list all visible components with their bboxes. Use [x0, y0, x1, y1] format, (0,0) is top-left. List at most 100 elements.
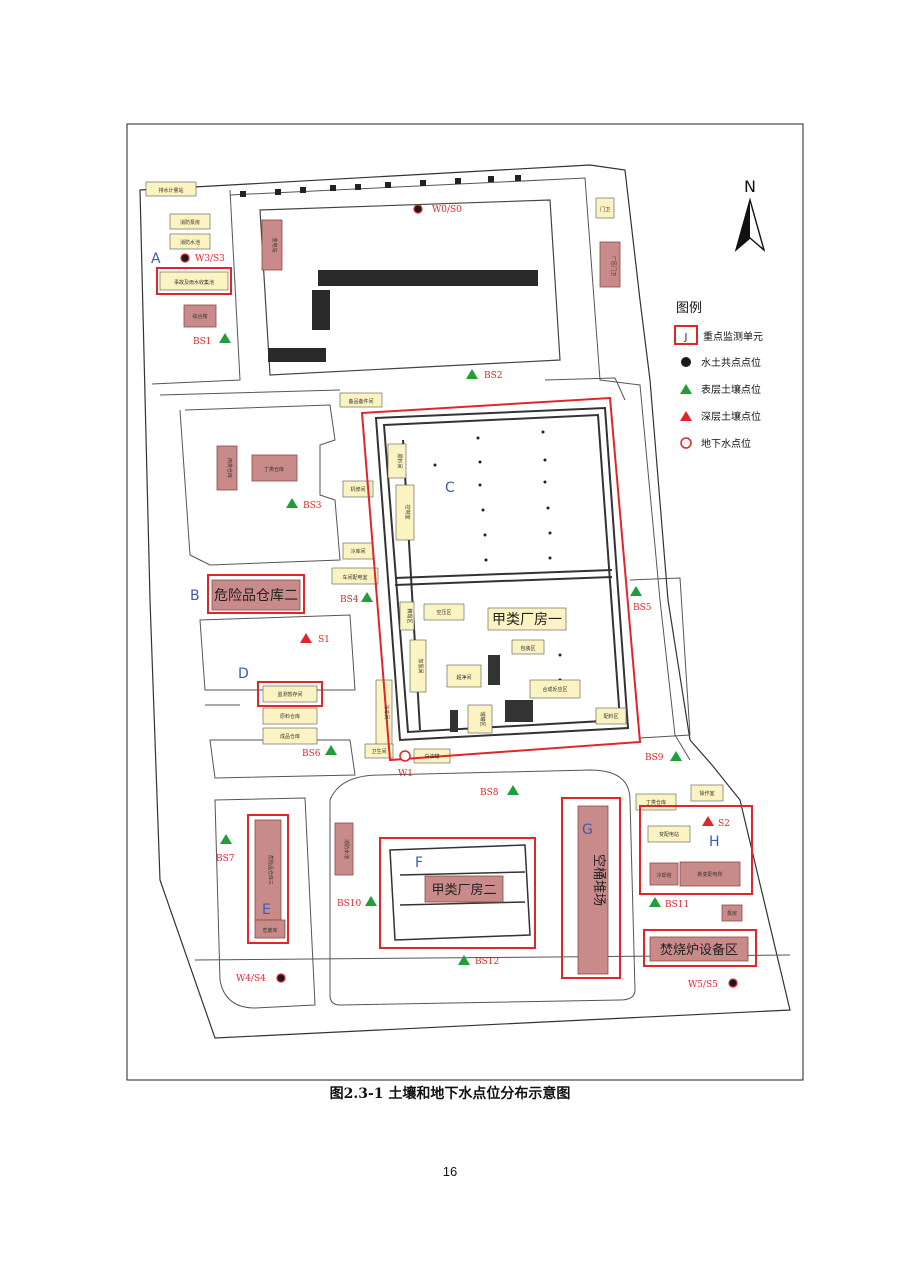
marker-bs1 [219, 333, 231, 343]
label-restroom: 卫生间 [371, 748, 386, 755]
pink-buildings [183, 219, 749, 975]
label-bs6: BS6 [302, 749, 321, 759]
legend-title: 图例 [676, 301, 702, 316]
marker-bs11 [649, 897, 661, 907]
label-bs7: BS7 [216, 854, 235, 864]
site-boundary-inner [151, 177, 691, 761]
label-hazard-warehouse-2: 危险品仓库二 [214, 588, 298, 604]
fence-posts [240, 175, 521, 197]
page-number: 16 [442, 1164, 458, 1179]
label-air-comp: 空压区 [436, 609, 451, 616]
label-tank-farm: 白油罐 [424, 753, 439, 760]
legend-unit-symbol [674, 325, 698, 345]
label-bs4: BS4 [340, 595, 359, 605]
label-control-room: 控制室 [404, 504, 411, 519]
label-bs9: BS9 [645, 753, 664, 763]
label-w3s3: W3/S3 [195, 254, 225, 264]
label-s2: S2 [718, 819, 730, 829]
label-ultra-room: 超净间 [456, 674, 471, 681]
legend: 图例 J 重点监测单元 水土共点点位 表层土壤点位 深层土壤点位 地下水点位 [674, 301, 763, 450]
label-wastewater-meter: 排水计量站 [158, 187, 183, 194]
label-bs1: BS1 [193, 337, 212, 347]
label-bs5: BS5 [633, 603, 652, 613]
label-acid-warehouse: 丙类仓库 [226, 458, 233, 478]
monitor-unit-frames [156, 267, 757, 979]
plant-f-outline [389, 844, 531, 941]
label-bs2: BS2 [484, 371, 503, 381]
marker-bs12 [458, 955, 470, 965]
label-cold-room: 冷冻间 [383, 704, 390, 719]
label-office: 综合楼 [192, 313, 207, 320]
label-bs8: BS8 [480, 788, 499, 798]
zone-f: F [415, 855, 423, 871]
label-d-warehouse-2: 丁类仓库 [646, 799, 666, 806]
north-arrow: N [734, 177, 766, 253]
road-bottom-left [214, 797, 316, 1009]
unit-e [247, 814, 289, 944]
zone-h: H [709, 834, 720, 850]
zone-c: C [445, 480, 455, 496]
unit-h [639, 805, 753, 895]
label-hazard-waste: 危废库 [262, 927, 277, 934]
legend-combined-label: 水土共点点位 [701, 356, 761, 369]
label-class-a-plant-1: 甲类厂房一 [492, 612, 562, 628]
label-storage-room: 监测暂存间 [277, 691, 302, 698]
label-bs10: BS10 [337, 899, 362, 909]
site-boundary [139, 164, 791, 1039]
legend-unit-glyph: J [684, 332, 688, 343]
label-fine-room: 精馏区 [406, 608, 413, 623]
label-distribution: 变配电站 [659, 831, 679, 838]
parking-stalls [268, 270, 538, 362]
label-fire-pool: 消防水池 [180, 239, 200, 246]
marker-w0s0 [413, 204, 423, 214]
label-bs3: BS3 [303, 501, 322, 511]
label-spare-room: 备品备件间 [348, 398, 373, 405]
label-substation: 车间配电室 [342, 574, 367, 581]
label-w5s5: W5/S5 [688, 980, 718, 990]
marker-s1 [300, 633, 312, 643]
label-tank-area: 储罐区 [479, 711, 486, 726]
label-hydro-room: 加氢间 [417, 658, 424, 673]
zone-d: D [238, 666, 249, 682]
label-door-guard: 门卫 [600, 206, 610, 213]
label-operation: 操作室 [699, 790, 714, 797]
label-class-a-plant-2: 甲类厂房二 [431, 882, 496, 898]
label-fire-tank: 消防水池 [343, 839, 350, 859]
unit-c [360, 396, 642, 762]
label-w4s4: W4/S4 [236, 974, 266, 984]
label-packing-room: 包装区 [520, 645, 535, 652]
label-w0s0: W0/S0 [432, 205, 462, 215]
label-w1: W1 [398, 769, 413, 779]
zone-b: B [190, 588, 200, 604]
label-accident-pool: 事故及雨水收集池 [174, 279, 214, 286]
label-fire-pump: 消防泵房 [180, 219, 200, 226]
marker-s2 [702, 816, 714, 826]
label-new-distribution: 新变配电所 [697, 871, 722, 878]
label-class-d-warehouse: 丁类仓库 [264, 466, 284, 473]
label-machine-room: 机修间 [350, 486, 365, 493]
label-cooling-room: 冷库间 [350, 548, 365, 555]
legend-groundwater-label: 地下水点位 [701, 437, 751, 450]
label-empty-barrel-yard: 空桶堆场 [591, 854, 606, 906]
unit-a [156, 267, 232, 295]
equipment [450, 655, 533, 732]
marker-bs4 [361, 592, 373, 602]
marker-bs3 [286, 498, 298, 508]
legend-surface-icon [680, 384, 692, 394]
marker-w5s5 [728, 978, 738, 988]
unit-incinerator [643, 929, 757, 967]
marker-w3s3 [180, 253, 190, 263]
unit-d [257, 681, 323, 707]
legend-groundwater-icon [680, 437, 692, 449]
label-bs11: BS11 [665, 900, 689, 910]
zone-a: A [151, 251, 161, 267]
parking-area [259, 199, 561, 376]
unit-f [379, 837, 536, 949]
label-hazard-3: 危险品仓库三 [267, 855, 274, 885]
label-raw-storage: 原料仓库 [280, 713, 300, 720]
marker-bs9 [670, 751, 682, 761]
figure-caption: 图2.3-1 土壤和地下水点位分布示意图 [329, 1086, 571, 1102]
label-raw-room: 原料间 [396, 453, 403, 468]
legend-deep-label: 深层土壤点位 [701, 410, 761, 423]
